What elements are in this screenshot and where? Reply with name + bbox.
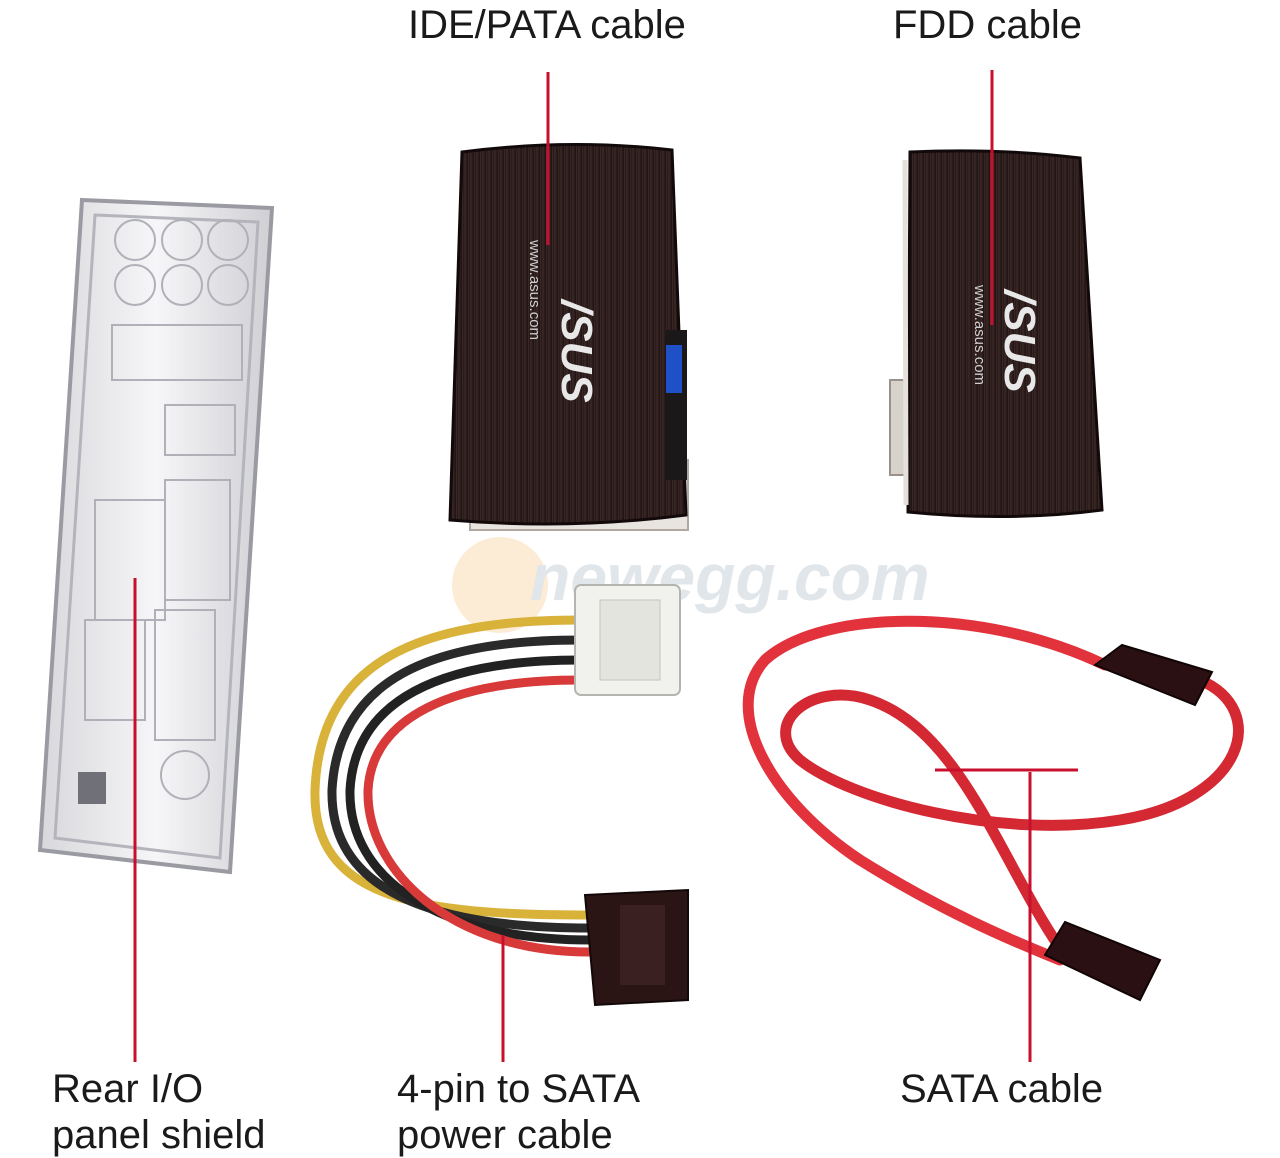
- label-line: 4-pin to SATA: [397, 1067, 641, 1111]
- ide-pata-cable: /SUS www.asus.com: [448, 142, 689, 531]
- fdd-cable-url: www.asus.com: [971, 284, 988, 385]
- label-sata-cable: SATA cable: [900, 1066, 1103, 1112]
- fdd-cable: /SUS www.asus.com: [889, 149, 1104, 519]
- label-ide-pata-cable: IDE/PATA cable: [408, 2, 686, 48]
- ide-cable-logo: /SUS: [552, 298, 601, 403]
- molex-connector: [574, 584, 681, 696]
- label-line: panel shield: [52, 1113, 266, 1157]
- label-line: power cable: [397, 1113, 613, 1157]
- sata-data-cable: [742, 615, 1244, 966]
- sata-power-connector: [583, 888, 689, 1007]
- fdd-cable-logo: /SUS: [995, 288, 1044, 393]
- label-power-cable: 4-pin to SATA power cable: [397, 1066, 640, 1158]
- label-line: Rear I/O: [52, 1067, 204, 1111]
- ide-cable-url: www.asus.com: [526, 239, 543, 340]
- label-line: IDE/PATA cable: [408, 3, 686, 47]
- rear-io-shield: [37, 197, 275, 875]
- power-adapter-cable: [310, 615, 595, 957]
- leader-lines: [133, 70, 1078, 1062]
- sata-connector-bottom: [1043, 920, 1162, 1002]
- label-line: FDD cable: [893, 3, 1082, 47]
- sata-connector-top: [1092, 643, 1214, 707]
- label-line: SATA cable: [900, 1067, 1104, 1111]
- label-rear-io-shield: Rear I/O panel shield: [52, 1066, 266, 1158]
- label-fdd-cable: FDD cable: [893, 2, 1082, 48]
